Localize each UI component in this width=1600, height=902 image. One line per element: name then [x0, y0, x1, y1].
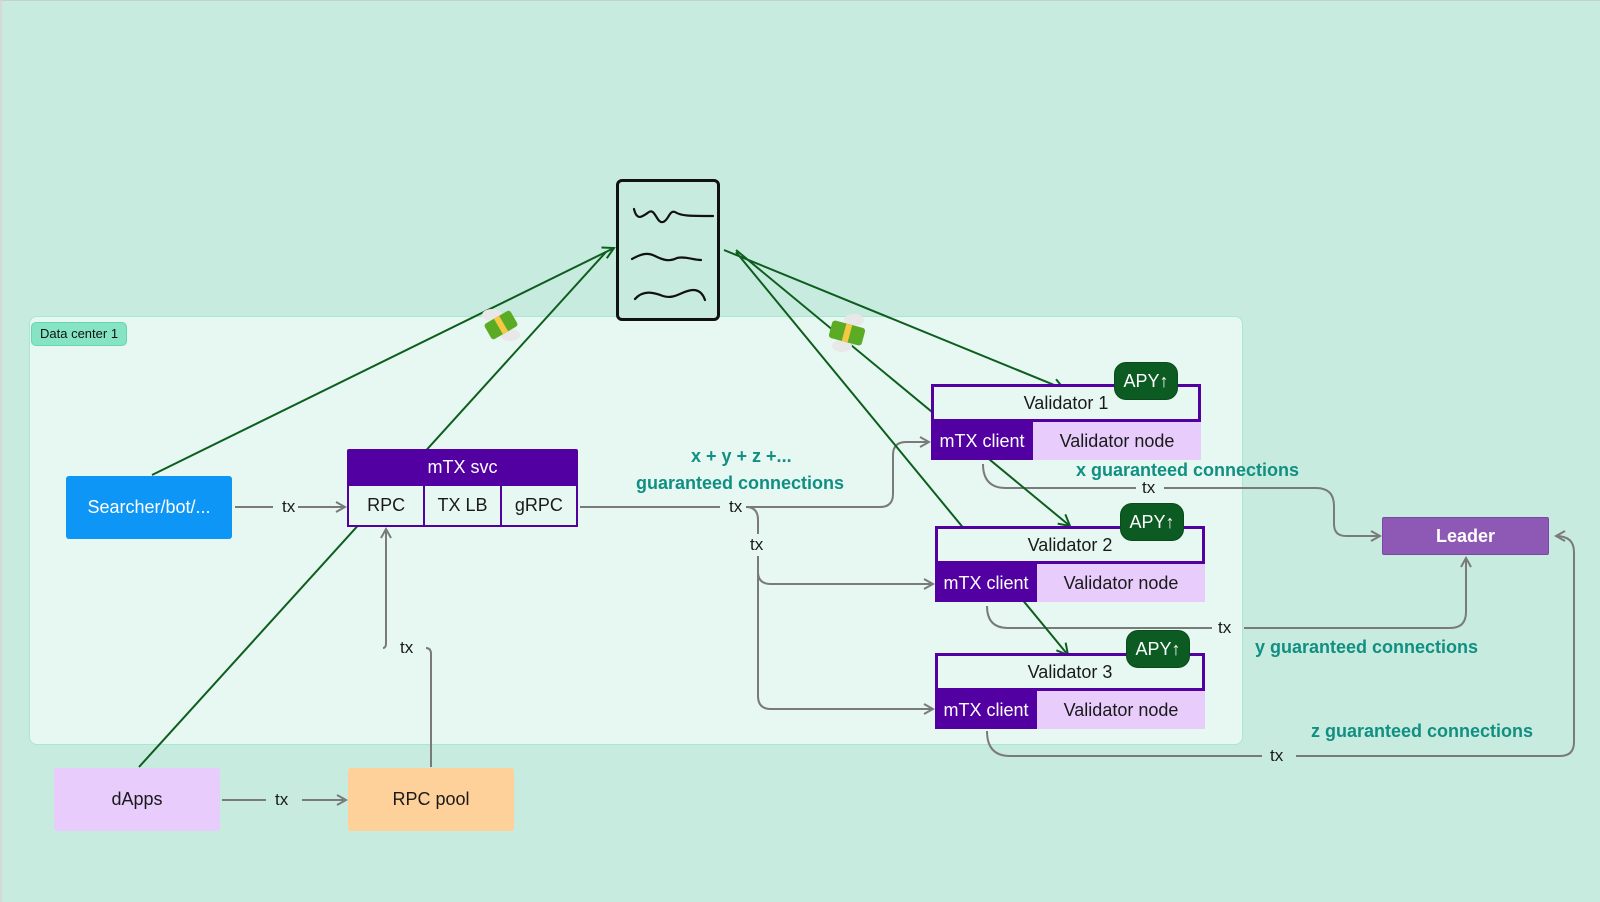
z-connections-label: z guaranteed connections [1311, 721, 1534, 741]
tx-connectors [222, 442, 1575, 800]
tx-edge-label: tx [400, 638, 414, 657]
validator-3[interactable]: Validator 3 mTX client Validator node [935, 653, 1205, 729]
validator-1-node[interactable]: Validator node [1033, 422, 1201, 460]
apy-up-badge: APY↑ [1120, 503, 1184, 541]
mtx-grpc-cell[interactable]: gRPC [514, 495, 563, 515]
total-connections-line1: x + y + z +... [691, 446, 792, 466]
doc-to-v1-line [723, 249, 1064, 389]
validator-2-node[interactable]: Validator node [1037, 564, 1205, 602]
mtx-txlb-cell[interactable]: TX LB [425, 486, 502, 525]
tx-edge-label: tx [729, 497, 743, 516]
leader-node[interactable]: Leader [1382, 517, 1549, 555]
validator-2-mtx-client[interactable]: mTX client [935, 564, 1037, 602]
mtx-svc-title: mTX svc [347, 449, 578, 486]
mtx-svc-node[interactable]: mTX svc RPC TX LB gRPC [347, 449, 578, 527]
y-connections-label: y guaranteed connections [1255, 637, 1479, 657]
mtx-to-v1-edge [580, 442, 929, 508]
mtx-rpc-cell[interactable]: RPC [349, 486, 426, 525]
total-connections-line2: guaranteed connections [636, 473, 845, 493]
tx-edge-label: tx [1218, 618, 1232, 637]
x-connections-label: x guaranteed connections [1076, 460, 1300, 480]
tx-edge-label: tx [275, 790, 289, 809]
doc-to-v2-line [735, 249, 1070, 526]
apy-up-badge: APY↑ [1126, 630, 1190, 668]
validator-1-mtx-client[interactable]: mTX client [931, 422, 1033, 460]
document-scribble-icon [616, 179, 720, 321]
v1-to-leader-edge [982, 463, 1380, 536]
v3-to-leader-edge [986, 536, 1575, 757]
validator-3-mtx-client[interactable]: mTX client [935, 691, 1037, 729]
tx-edge-label: tx [750, 535, 764, 554]
money-with-wings-icon [824, 312, 870, 352]
searcher-payment-line [151, 248, 614, 476]
searcher-node[interactable]: Searcher/bot/... [66, 476, 232, 539]
dapps-node[interactable]: dApps [54, 768, 220, 831]
validator-3-node[interactable]: Validator node [1037, 691, 1205, 729]
mtx-to-v2-edge [745, 506, 933, 584]
rpc-pool-node[interactable]: RPC pool [348, 768, 514, 831]
rpcpool-to-mtx-edge [383, 529, 432, 767]
v2-to-leader-edge [986, 558, 1466, 629]
tx-edge-label: tx [282, 497, 296, 516]
data-center-label: Data center 1 [31, 322, 128, 346]
tx-edge-label: tx [1270, 746, 1284, 765]
money-with-wings-icon [478, 304, 524, 344]
apy-up-badge: APY↑ [1114, 362, 1178, 400]
tx-edge-label: tx [1142, 478, 1156, 497]
mtx-to-v3-edge [757, 556, 933, 709]
